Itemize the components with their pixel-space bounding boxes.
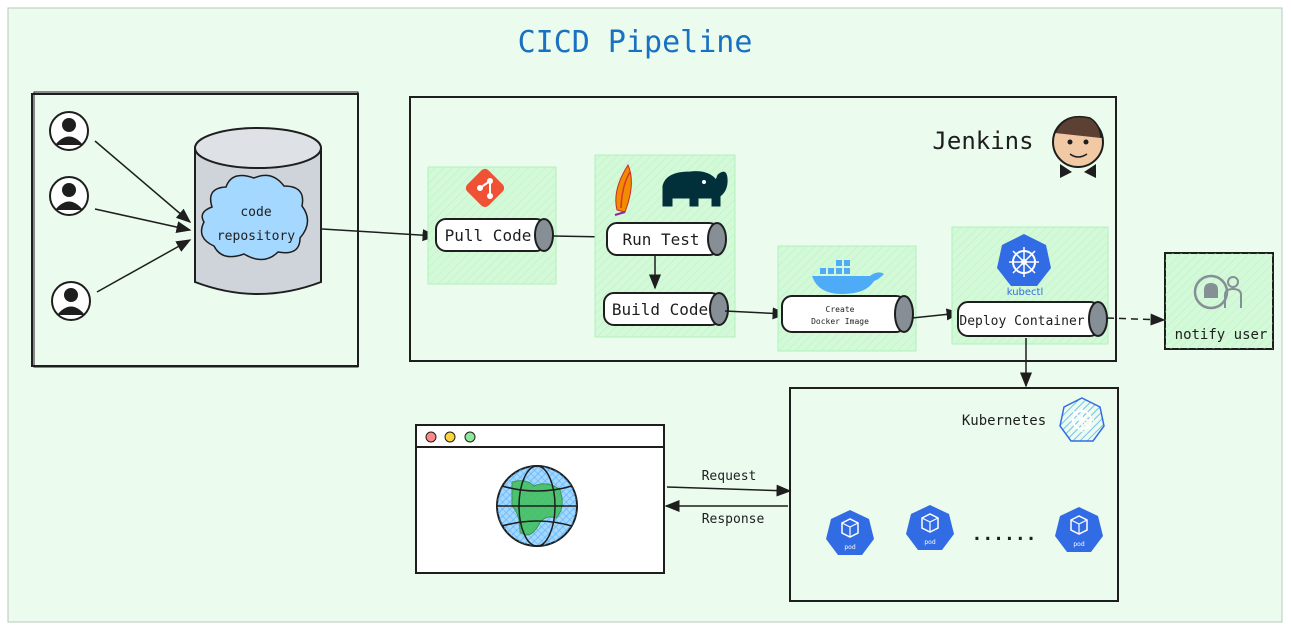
run-test-label: Run Test — [622, 230, 699, 249]
kubernetes-icon — [1059, 397, 1105, 442]
docker-label-line1: Create — [826, 305, 855, 314]
pod-label-1: pod — [844, 544, 855, 551]
page-title: CICD Pipeline — [518, 25, 753, 60]
pod-icon-3: pod — [1055, 507, 1103, 552]
kubectl-label: kubectl — [1007, 287, 1044, 298]
repository-label-line2: repository — [217, 229, 295, 244]
kubectl-icon — [997, 234, 1051, 286]
deploy-stage: kubectl Deploy Container — [951, 226, 1109, 345]
pull-code-label: Pull Code — [445, 226, 532, 245]
pod-icon-2: pod — [906, 505, 954, 550]
commit-arrows — [94, 140, 192, 293]
globe-icon — [496, 465, 578, 547]
kubernetes-label: Kubernetes — [962, 413, 1046, 429]
request-arrow — [666, 484, 792, 497]
pull-code-cylinder — [435, 218, 554, 252]
cloud-icon — [200, 174, 309, 261]
jenkins-panel — [409, 96, 1117, 362]
minimize-dot-icon — [444, 431, 456, 443]
deploy-container-cylinder — [957, 301, 1108, 337]
maximize-dot-icon — [464, 431, 476, 443]
jenkins-label: Jenkins — [932, 127, 1033, 155]
pod-label-3: pod — [1073, 541, 1084, 548]
developer-avatar-1 — [49, 111, 89, 151]
more-pods-ellipsis: ...... — [971, 524, 1036, 545]
response-label: Response — [702, 512, 765, 527]
git-icon — [465, 168, 505, 208]
run-test-cylinder — [606, 222, 727, 256]
request-label: Request — [702, 469, 757, 484]
notify-user-panel: notify user — [1164, 252, 1274, 350]
docker-whale-icon — [812, 260, 884, 294]
developer-avatar-2 — [49, 176, 89, 216]
pod-icon-1: pod — [826, 510, 874, 555]
build-code-cylinder — [603, 292, 729, 326]
source-control-panel — [31, 91, 359, 368]
build-to-docker-arrow — [724, 307, 788, 320]
apache-feather-icon — [614, 163, 632, 216]
browser-window — [415, 424, 665, 574]
jenkins-butler-icon — [1052, 115, 1104, 178]
docker-image-cylinder — [781, 295, 914, 333]
repo-to-pull-arrow — [321, 228, 438, 242]
close-dot-icon — [425, 431, 437, 443]
deploy-container-label: Deploy Container — [959, 314, 1084, 329]
pull-code-stage: Pull Code — [427, 166, 557, 285]
docker-stage: Create Docker Image — [777, 245, 917, 352]
docker-label-line2: Docker Image — [811, 317, 869, 326]
repository-label-line1: code — [240, 205, 271, 220]
code-repository-cylinder: code repository — [194, 127, 322, 295]
test-build-stage: Run Test Build Code — [594, 154, 736, 338]
notify-user-label: notify user — [1175, 327, 1268, 343]
gradle-elephant-icon — [662, 171, 728, 207]
pod-label-2: pod — [924, 539, 935, 546]
build-code-label: Build Code — [612, 300, 708, 319]
developer-avatar-3 — [51, 281, 91, 321]
deploy-to-notify-arrow — [1106, 313, 1166, 326]
notify-user-icon — [1193, 274, 1242, 310]
